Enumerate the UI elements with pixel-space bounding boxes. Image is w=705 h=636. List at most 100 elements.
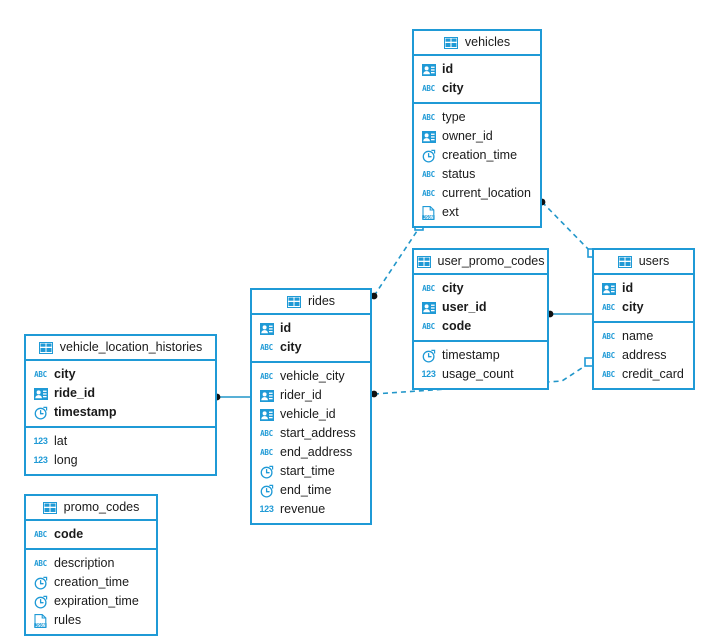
field-row[interactable]: id [594, 279, 693, 298]
field-row[interactable]: ABC start_address [252, 424, 370, 443]
field-label: expiration_time [54, 594, 139, 609]
field-row[interactable]: timestamp [414, 346, 547, 365]
table-grid-icon [417, 254, 432, 269]
clock-icon [33, 405, 48, 420]
field-label: name [622, 329, 654, 344]
field-label: start_address [280, 426, 356, 441]
table-grid-icon [287, 294, 302, 309]
id-badge-icon [421, 62, 436, 77]
field-row[interactable]: ride_id [26, 384, 215, 403]
abc-text-icon: ABC [602, 331, 615, 341]
field-row[interactable]: end_time [252, 481, 370, 500]
abc-text-icon: ABC [422, 112, 435, 122]
field-label: usage_count [442, 367, 514, 382]
123-number-icon: 123 [259, 504, 274, 514]
entity-title: promo_codes [63, 500, 140, 515]
entity-header[interactable]: vehicles [414, 31, 540, 56]
id-badge-icon [421, 300, 436, 315]
field-label: city [442, 81, 464, 96]
clock-icon [421, 348, 436, 363]
field-label: end_address [280, 445, 353, 460]
field-label: description [54, 556, 115, 571]
abc-text-icon: ABC [260, 342, 273, 352]
id-badge-icon [601, 281, 616, 296]
field-label: id [622, 281, 634, 296]
field-label: ride_id [54, 386, 95, 401]
abc-text-icon: ABC [602, 369, 615, 379]
field-row[interactable]: vehicle_id [252, 405, 370, 424]
svg-text:JSON: JSON [423, 214, 434, 219]
field-row[interactable]: ABC credit_card [594, 365, 693, 384]
abc-text-icon: ABC [34, 369, 47, 379]
json-document-icon: JSON [33, 613, 48, 628]
entity-header[interactable]: rides [252, 290, 370, 315]
id-badge-icon [421, 129, 436, 144]
abc-text-icon: ABC [34, 529, 47, 539]
entity-header[interactable]: users [594, 250, 693, 275]
field-row[interactable]: ABC type [414, 108, 540, 127]
field-label: code [54, 527, 84, 542]
entity-header[interactable]: vehicle_location_histories [26, 336, 215, 361]
entity-header[interactable]: promo_codes [26, 496, 156, 521]
field-row[interactable]: ABC city [414, 279, 547, 298]
clock-icon [33, 594, 48, 609]
entity-header[interactable]: user_promo_codes [414, 250, 547, 275]
field-label: revenue [280, 502, 326, 517]
field-row[interactable]: start_time [252, 462, 370, 481]
field-row[interactable]: 123 revenue [252, 500, 370, 519]
clock-icon [33, 575, 48, 590]
abc-text-icon: ABC [602, 302, 615, 312]
field-row[interactable]: expiration_time [26, 592, 156, 611]
field-label: end_time [280, 483, 332, 498]
field-label: credit_card [622, 367, 684, 382]
field-row[interactable]: owner_id [414, 127, 540, 146]
field-row[interactable]: ABC code [26, 525, 156, 544]
123-number-icon: 123 [33, 455, 48, 465]
id-badge-icon [33, 386, 48, 401]
field-row[interactable]: creation_time [26, 573, 156, 592]
field-label: city [442, 281, 464, 296]
json-document-icon: JSON [421, 205, 436, 220]
field-label: city [622, 300, 644, 315]
field-row[interactable]: id [414, 60, 540, 79]
field-row[interactable]: timestamp [26, 403, 215, 422]
clock-icon [259, 464, 274, 479]
field-label: type [442, 110, 466, 125]
field-row[interactable]: ABC city [594, 298, 693, 317]
field-row[interactable]: id [252, 319, 370, 338]
field-row[interactable]: JSON ext [414, 203, 540, 222]
field-row[interactable]: creation_time [414, 146, 540, 165]
id-badge-icon [259, 388, 274, 403]
field-label: vehicle_city [280, 369, 345, 384]
field-label: ext [442, 205, 459, 220]
abc-text-icon: ABC [422, 283, 435, 293]
field-row[interactable]: user_id [414, 298, 547, 317]
field-row[interactable]: ABC name [594, 327, 693, 346]
field-row[interactable]: rider_id [252, 386, 370, 405]
abc-text-icon: ABC [260, 428, 273, 438]
